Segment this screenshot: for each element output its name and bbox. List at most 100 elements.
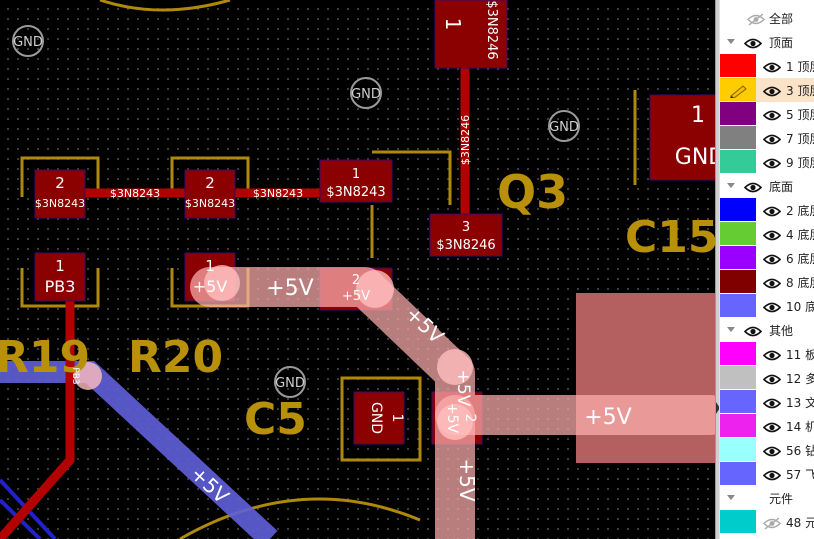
layer-row[interactable]: 11 板框	[720, 342, 814, 366]
eye-icon[interactable]	[762, 251, 782, 265]
bottom-track-plus5v	[0, 361, 278, 539]
layer-row[interactable]: 1 顶层	[720, 54, 814, 78]
eye-icon[interactable]	[762, 227, 782, 241]
layer-color-swatch[interactable]	[720, 438, 756, 461]
expand-triangle-icon[interactable]	[727, 39, 735, 44]
layer-section-header[interactable]: 顶面	[720, 30, 814, 54]
layer-row[interactable]: 13 文档	[720, 390, 814, 414]
layer-color-swatch[interactable]	[720, 198, 756, 221]
layer-color-swatch[interactable]	[720, 150, 756, 173]
arc-outline	[179, 497, 421, 539]
track-pb3	[0, 280, 75, 539]
q3-pad1-num: 1	[352, 167, 360, 182]
layer-section-header[interactable]: 其他	[720, 318, 814, 342]
eye-icon[interactable]	[762, 203, 782, 217]
layer-color-swatch[interactable]	[720, 462, 756, 485]
layer-color-swatch[interactable]	[720, 78, 756, 101]
q3-pad1-net: $3N8243	[326, 185, 385, 200]
track-label-2: $3N8243	[253, 187, 303, 200]
q3-pad2-net: +5V	[342, 289, 370, 304]
layer-label: 元件	[769, 492, 794, 506]
layer-row[interactable]: 3 顶层	[720, 78, 814, 102]
pencil-icon	[729, 83, 749, 99]
layer-section-header[interactable]: 元件	[720, 486, 814, 510]
expand-triangle-icon[interactable]	[727, 183, 735, 188]
layer-color-swatch[interactable]	[720, 342, 756, 365]
eye-icon[interactable]	[762, 155, 782, 169]
eye-icon[interactable]	[762, 59, 782, 73]
layer-row[interactable]: 4 底层	[720, 222, 814, 246]
eye-icon[interactable]	[762, 419, 782, 433]
layer-label: 10 底层	[786, 300, 814, 314]
eye-icon[interactable]	[762, 107, 782, 121]
c15-pad-num: 1	[691, 103, 705, 128]
layer-color-swatch[interactable]	[720, 294, 756, 317]
eye-icon[interactable]	[743, 35, 763, 49]
layer-row[interactable]: 57 飞线	[720, 462, 814, 486]
refdes-c5: C5	[244, 394, 307, 445]
eye-hidden-icon[interactable]	[747, 11, 765, 26]
gnd-marker-1: GND	[13, 35, 43, 50]
layer-color-swatch[interactable]	[720, 102, 756, 125]
eye-icon[interactable]	[762, 131, 782, 145]
expand-triangle-icon[interactable]	[727, 495, 735, 500]
eye-icon[interactable]	[762, 395, 782, 409]
pcb-layout[interactable]: GND GND GND GND R19 R20 C5 Q3 C15 2 $3N8…	[0, 0, 715, 539]
layer-row[interactable]: 9 顶层	[720, 150, 814, 174]
layer-color-swatch[interactable]	[720, 270, 756, 293]
layer-row[interactable]: 2 底层	[720, 198, 814, 222]
layer-color-swatch[interactable]	[720, 54, 756, 77]
eye-icon[interactable]	[762, 275, 782, 289]
layer-label: 11 板框	[786, 348, 814, 362]
layer-row[interactable]: 56 钻孔	[720, 438, 814, 462]
layer-row[interactable]: 14 机械	[720, 414, 814, 438]
layer-color-swatch[interactable]	[720, 414, 756, 437]
layer-row[interactable]: 10 底层	[720, 294, 814, 318]
eye-icon[interactable]	[762, 467, 782, 481]
layer-label: 其他	[769, 324, 794, 338]
c15-pad-net: GND	[675, 145, 715, 170]
r20-outline-top	[170, 156, 250, 197]
eye-icon[interactable]	[762, 299, 782, 313]
eye-icon[interactable]	[762, 83, 782, 97]
layer-row[interactable]: 7 顶层	[720, 126, 814, 150]
gnd-marker-3: GND	[549, 120, 579, 135]
layer-color-swatch[interactable]	[720, 510, 756, 533]
pcb-canvas[interactable]: GND GND GND GND R19 R20 C5 Q3 C15 2 $3N8…	[0, 0, 715, 539]
via-1	[204, 265, 240, 301]
track-label-7: +5V	[455, 458, 479, 501]
layer-row[interactable]: 5 顶层	[720, 102, 814, 126]
layer-label: 14 机械	[786, 420, 814, 434]
layer-color-swatch[interactable]	[720, 246, 756, 269]
layer-color-swatch[interactable]	[720, 222, 756, 245]
expand-triangle-icon[interactable]	[727, 327, 735, 332]
track-label-3: $3N8246	[459, 115, 472, 165]
layer-label: 4 底层	[786, 228, 814, 242]
panel-splitter[interactable]	[715, 0, 720, 539]
collapse-arrow-icon[interactable]	[716, 402, 720, 414]
eye-icon[interactable]	[762, 347, 782, 361]
r20-pad2-num: 2	[205, 174, 215, 192]
layer-label: 7 顶层	[786, 132, 814, 146]
layer-section-header[interactable]: 底面	[720, 174, 814, 198]
r20-pad-2	[184, 169, 236, 219]
layer-label: 顶面	[769, 36, 794, 50]
r19-pad2-num: 2	[55, 174, 65, 192]
layer-row[interactable]: 8 底层	[720, 270, 814, 294]
layer-color-swatch[interactable]	[720, 366, 756, 389]
via-4	[437, 404, 473, 440]
layer-row[interactable]: 6 底层	[720, 246, 814, 270]
eye-icon[interactable]	[743, 323, 763, 337]
eye-hidden-icon[interactable]	[763, 515, 781, 530]
layer-group-all[interactable]: 全部	[720, 6, 814, 30]
layer-color-swatch[interactable]	[720, 390, 756, 413]
layer-row[interactable]: 48 元件	[720, 510, 814, 534]
eye-icon[interactable]	[743, 179, 763, 193]
layer-color-swatch[interactable]	[720, 126, 756, 149]
eye-icon[interactable]	[762, 371, 782, 385]
copper-pour	[576, 293, 715, 463]
eye-icon[interactable]	[762, 443, 782, 457]
c5-pad2-num: 2	[462, 414, 478, 423]
c5-pad1-num: 1	[389, 414, 405, 423]
layer-row[interactable]: 12 多层	[720, 366, 814, 390]
